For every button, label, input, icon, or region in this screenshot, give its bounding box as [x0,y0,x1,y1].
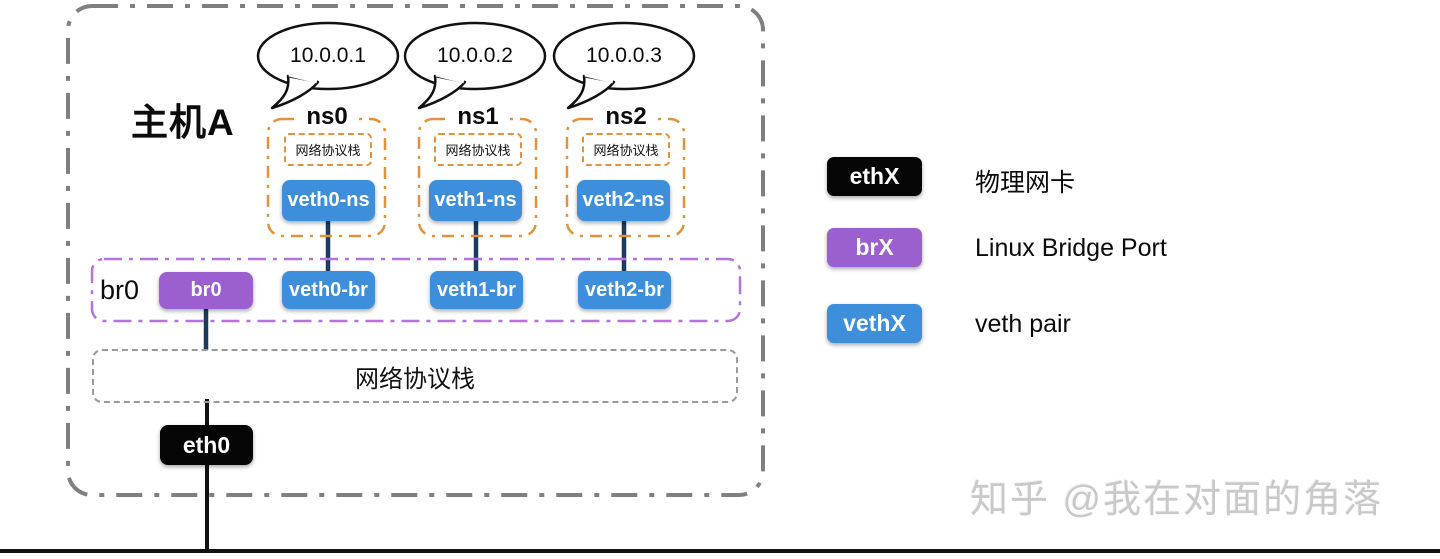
ns0-label: ns0 [298,103,356,131]
host-outer-box [66,4,765,497]
ns1-box [417,117,538,238]
legend-label-bridge-port: Linux Bridge Port [975,234,1167,262]
ns1-label: ns1 [449,103,507,131]
veth1-ns-node: veth1-ns [429,180,522,221]
veth0-br-node: veth0-br [282,271,375,309]
bridge-container-label: br0 [100,275,140,305]
ns0-protocol-stack: 网络协议栈 [284,133,372,166]
ns2-box [565,117,686,238]
ns1-protocol-stack: 网络协议栈 [434,133,522,166]
legend-label-physical-nic: 物理网卡 [975,169,1076,197]
veth1-br-node: veth1-br [430,271,523,309]
ip-bubble-ns2 [552,21,696,110]
legend-chip-brx: brX [827,228,922,267]
veth0-ns-node: veth0-ns [282,180,375,221]
eth0-node: eth0 [160,425,253,465]
legend-label-veth-pair: veth pair [975,310,1071,338]
legend-chip-ethx: ethX [827,157,922,196]
br0-port-node: br0 [159,272,253,309]
legend-chip-vethx: vethX [827,304,922,343]
ip-bubble-ns0 [256,21,400,110]
ip-bubble-ns1 [403,21,547,110]
ns2-protocol-stack: 网络协议栈 [582,133,670,166]
ns2-label: ns2 [597,103,655,131]
watermark: 知乎 @我在对面的角落 [970,479,1384,521]
ip-label-ns2: 10.0.0.3 [586,44,662,67]
host-title: 主机A [131,102,235,143]
bridge-container-box [90,257,742,323]
ns0-box [266,117,387,238]
veth2-ns-node: veth2-ns [577,180,670,221]
ip-label-ns1: 10.0.0.2 [437,44,513,67]
veth2-br-node: veth2-br [578,271,671,309]
host-protocol-stack: 网络协议栈 [92,349,738,403]
ip-label-ns0: 10.0.0.1 [290,44,366,67]
